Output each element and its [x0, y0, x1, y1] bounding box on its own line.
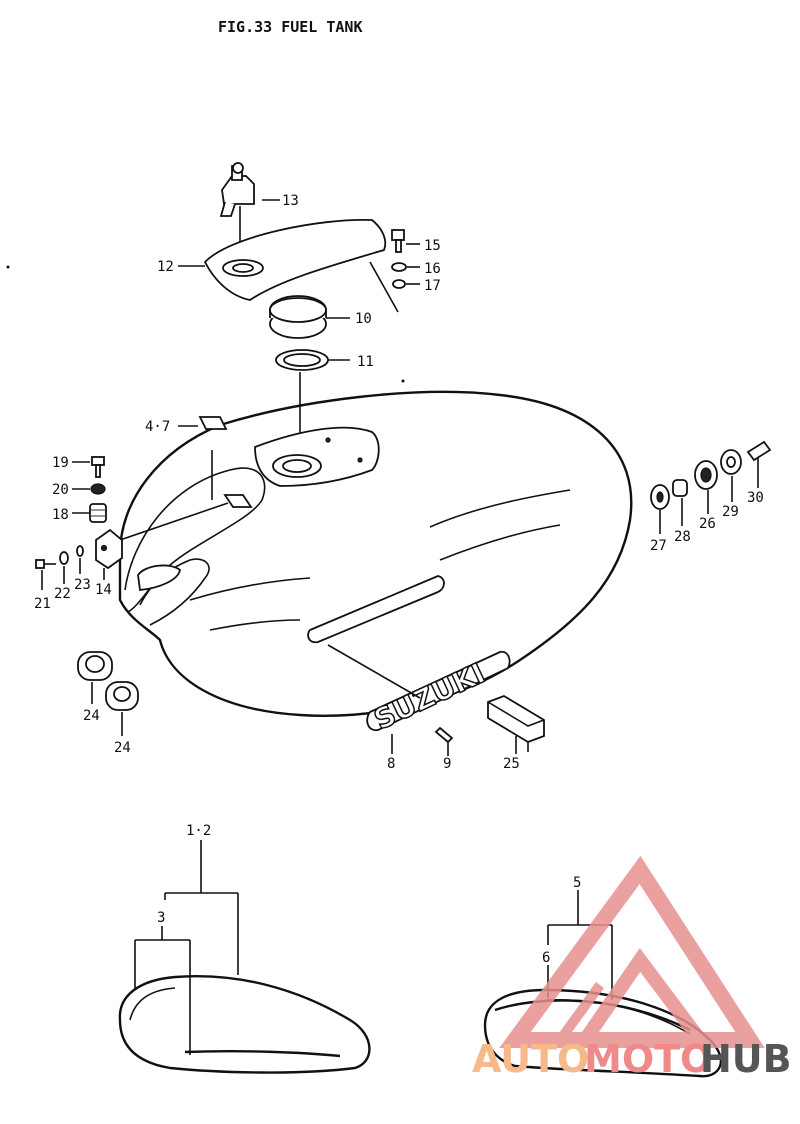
- callout-22: 22: [54, 586, 71, 602]
- emblem-8: SUZUKI: [327, 644, 511, 754]
- callout-13: 13: [282, 193, 299, 209]
- callout-10: 10: [355, 311, 372, 327]
- bracket-14: [95, 528, 123, 580]
- gasket-11: [275, 349, 350, 452]
- callout-30: 30: [747, 490, 764, 506]
- callout-6: 6: [542, 950, 550, 966]
- callout-1-2: 1·2: [186, 823, 211, 839]
- callout-18: 18: [52, 507, 69, 523]
- emblem-text: SUZUKI: [369, 657, 490, 737]
- watermark-text-auto: AUTO: [472, 1037, 589, 1081]
- key-lock-13: [219, 162, 255, 258]
- washer-22: [59, 551, 69, 584]
- collar-20: [90, 483, 106, 495]
- callout-17: 17: [424, 278, 441, 294]
- bolt-21: [35, 559, 56, 590]
- callout-21: 21: [34, 596, 51, 612]
- cover-plate-12: [203, 218, 399, 313]
- washer-16: [391, 262, 420, 272]
- bolt-30: [746, 440, 772, 488]
- bolt-15: [391, 229, 420, 253]
- screw-9: [434, 726, 454, 756]
- callout-27: 27: [650, 538, 667, 554]
- washer-17: [392, 279, 420, 289]
- rubber-24-rear: [105, 681, 139, 736]
- tank-variant-12: [118, 840, 371, 1074]
- callout-8: 8: [387, 756, 395, 772]
- callout-28: 28: [674, 529, 691, 545]
- watermark-text-hub: HUB: [700, 1037, 792, 1081]
- fuel-cap-10: [269, 295, 350, 339]
- callout-9: 9: [443, 756, 451, 772]
- callout-14: 14: [95, 582, 112, 598]
- callout-12: 12: [157, 259, 174, 275]
- figure-title: FIG.33 FUEL TANK: [218, 18, 363, 36]
- washer-23: [76, 545, 84, 574]
- bolt-19: [91, 456, 105, 478]
- callout-23: 23: [74, 577, 91, 593]
- callout-24b: 24: [114, 740, 131, 756]
- watermark-text-moto: MOTO: [584, 1037, 712, 1081]
- damper-18: [89, 503, 107, 523]
- callout-19: 19: [52, 455, 69, 471]
- callout-3: 3: [157, 910, 165, 926]
- fuel-tank-body: [118, 390, 633, 717]
- callout-29: 29: [722, 504, 739, 520]
- washer-29: [720, 449, 742, 502]
- collar-28: [672, 479, 688, 526]
- rubber-24-front: [77, 651, 113, 704]
- watermark-logo: [499, 855, 765, 1048]
- callout-20: 20: [52, 482, 69, 498]
- callout-24a: 24: [83, 708, 100, 724]
- callout-26: 26: [699, 516, 716, 532]
- callout-25: 25: [503, 756, 520, 772]
- pad-25: [487, 695, 545, 754]
- grommet-27: [650, 484, 670, 534]
- callout-4-7: 4·7: [145, 419, 170, 435]
- callout-11: 11: [357, 354, 374, 370]
- damper-26: [694, 460, 718, 514]
- callout-16: 16: [424, 261, 441, 277]
- callout-5: 5: [573, 875, 581, 891]
- callout-15: 15: [424, 238, 441, 254]
